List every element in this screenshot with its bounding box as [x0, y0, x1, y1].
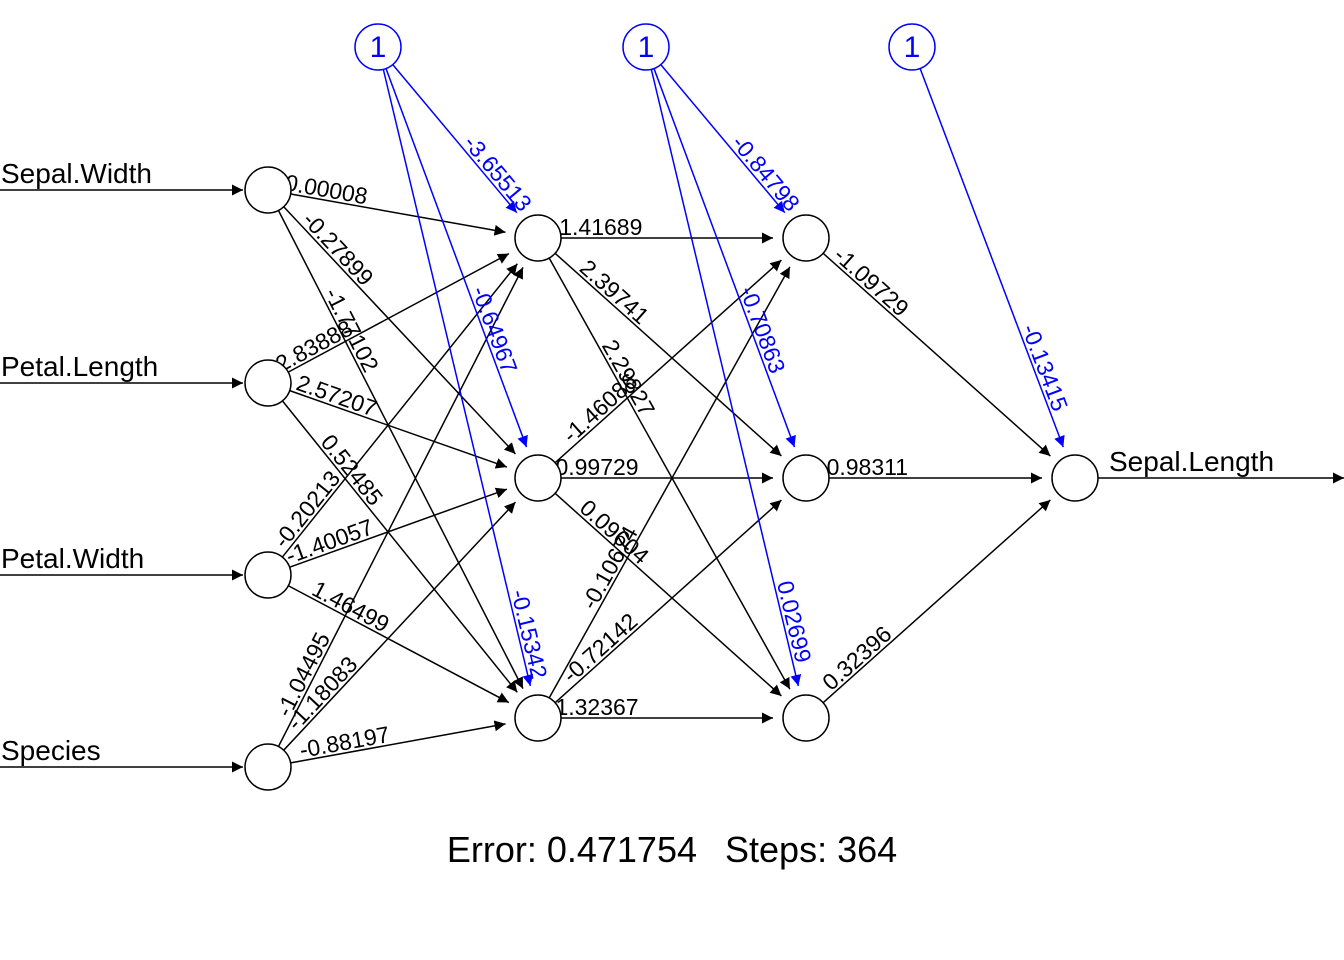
- bias-edge-h2-2: [653, 68, 796, 448]
- weight-label: -0.72142: [557, 608, 642, 688]
- input-label: Petal.Width: [1, 543, 144, 574]
- bias-neuron: [622, 23, 670, 71]
- edge-h1-1-h2-3: [548, 257, 791, 690]
- edge-in4-h1-1: [277, 267, 524, 747]
- bias-edge-h1-1: [392, 64, 518, 214]
- bias-neuron: [888, 23, 936, 71]
- bias-weight-label: -0.70863: [735, 283, 791, 377]
- steps-label: Steps:: [725, 829, 827, 870]
- bias-weight-label: -3.65513: [459, 130, 537, 216]
- bias-label: 1: [638, 31, 655, 64]
- hidden1-neuron: [514, 454, 562, 502]
- bias-weight-label: -0.15342: [506, 587, 552, 681]
- bias-edge-out: [919, 68, 1065, 448]
- weight-label: 2.57207: [293, 369, 380, 421]
- edge-in2-h1-1: [287, 252, 510, 373]
- input-neuron: [244, 551, 292, 599]
- weight-label: -1.09729: [829, 242, 914, 322]
- bias-weight-label: -0.84798: [727, 130, 805, 216]
- weight-label: -0.88197: [298, 721, 392, 763]
- input-label: Species: [1, 735, 101, 766]
- hidden2-neuron: [782, 694, 830, 742]
- weight-label: 0.32396: [817, 621, 896, 696]
- variable-labels: Sepal.WidthPetal.LengthPetal.WidthSpecie…: [1, 158, 1274, 766]
- hidden2-neuron: [782, 214, 830, 262]
- bias-edge-h2-1: [660, 64, 786, 214]
- input-neuron: [244, 359, 292, 407]
- bias-edge-h2-3: [650, 69, 802, 687]
- weight-label: 0.98311: [827, 454, 908, 480]
- weight-label: 0.99729: [555, 454, 638, 480]
- bias-label: 1: [370, 31, 387, 64]
- weight-label: -1.46086: [557, 368, 642, 448]
- weight-label: 1.46499: [308, 575, 394, 637]
- weight-edges: [0, 64, 1344, 773]
- edge-in3-h1-2: [289, 487, 508, 568]
- bias-neuron: [354, 23, 402, 71]
- input-label: Sepal.Width: [1, 158, 152, 189]
- edge-h2-1-out: [822, 252, 1051, 457]
- training-summary: Error: 0.471754 Steps: 364: [447, 829, 897, 870]
- weight-label: -1.41689: [552, 214, 643, 240]
- edge-in3-h1-3: [287, 585, 510, 704]
- steps-value: 364: [837, 829, 897, 870]
- bias-label: 1: [904, 31, 921, 64]
- bias-weight-label: -0.13415: [1017, 320, 1073, 414]
- edge-h1-3-h2-2: [554, 499, 782, 704]
- output-neuron: [1051, 454, 1099, 502]
- hidden1-neuron: [514, 214, 562, 262]
- edge-in1-h1-1: [290, 193, 506, 236]
- neurons: 1 1 1: [244, 23, 1099, 791]
- edge-h2-3-out: [822, 499, 1051, 704]
- edge-in2-h1-3: [281, 400, 518, 693]
- bias-edge-h1-2: [385, 68, 528, 448]
- weight-label: -0.27899: [298, 207, 379, 291]
- edge-in1-h1-2: [283, 206, 516, 455]
- error-value: 0.471754: [547, 829, 697, 870]
- error-label: Error:: [447, 829, 537, 870]
- weight-label: 1.32367: [555, 694, 638, 720]
- edge-in4-h1-3: [290, 720, 506, 764]
- edge-in1-h1-3: [277, 210, 524, 689]
- edge-h1-2-h2-1: [554, 259, 782, 464]
- input-neuron: [244, 166, 292, 214]
- edge-h1-1-h2-2: [554, 252, 782, 457]
- hidden1-neuron: [514, 694, 562, 742]
- bias-edge-h1-3: [382, 69, 534, 687]
- edge-in2-h1-2: [289, 389, 508, 469]
- input-label: Petal.Length: [1, 351, 158, 382]
- bias-weight-label: 0.02699: [772, 578, 817, 665]
- output-label: Sepal.Length: [1109, 446, 1274, 477]
- input-neuron: [244, 743, 292, 791]
- hidden2-neuron: [782, 454, 830, 502]
- edge-h1-3-h2-1: [548, 266, 791, 699]
- weight-labels: -0.00008-0.27899-1.771022.838882.572070.…: [268, 130, 1073, 763]
- weight-label: 2.39741: [575, 254, 654, 329]
- edge-in3-h1-1: [281, 263, 518, 558]
- edge-in4-h1-2: [283, 501, 517, 751]
- edge-h1-2-h2-3: [554, 492, 782, 697]
